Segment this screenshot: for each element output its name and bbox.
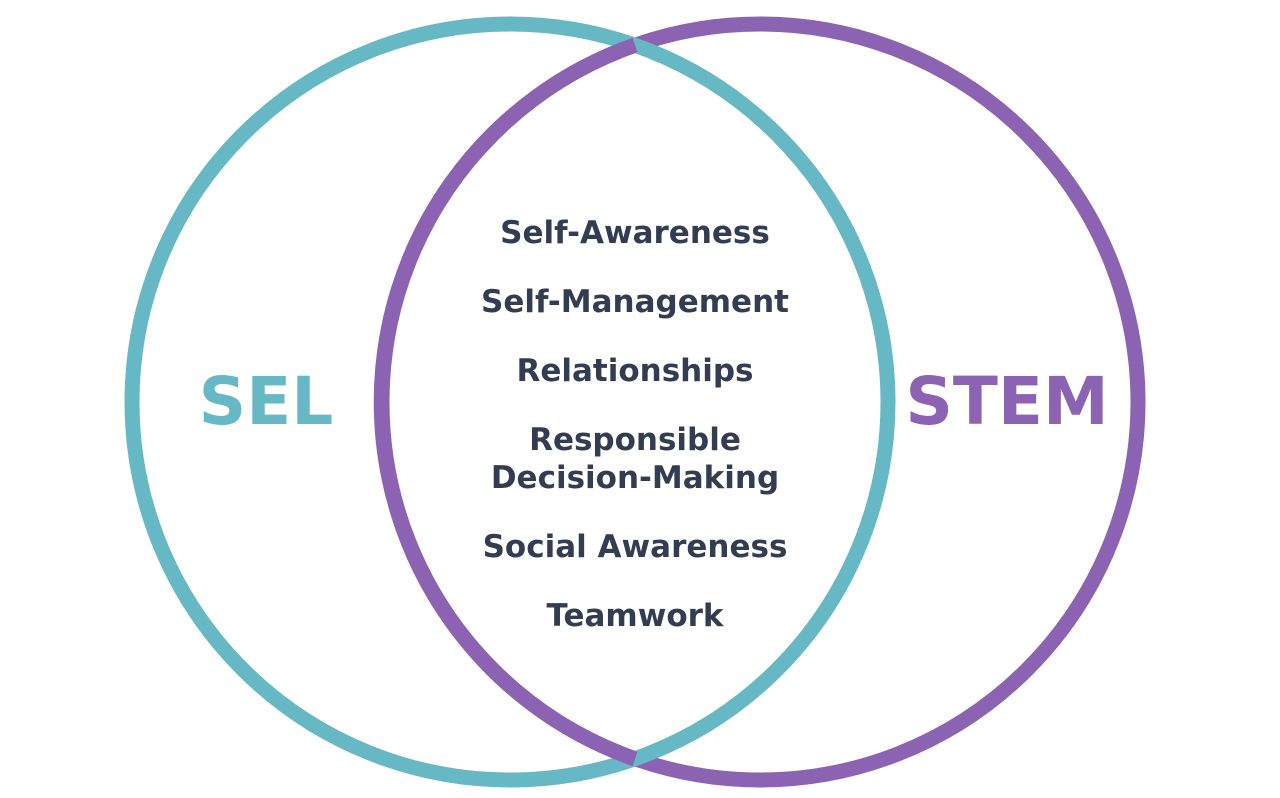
overlap-item: Social Awareness: [482, 529, 788, 565]
overlap-item: Relationships: [516, 353, 754, 389]
overlap-item: Self-Management: [481, 284, 789, 320]
stem-label: STEM: [905, 363, 1109, 440]
overlap-item: Teamwork: [546, 598, 724, 634]
overlap-skills-list: Self-Awareness Self-Management Relations…: [435, 214, 835, 666]
sel-label: SEL: [198, 363, 334, 440]
overlap-item: Self-Awareness: [500, 215, 770, 251]
overlap-item: Responsible Decision-Making: [490, 422, 780, 496]
sel-circle: [124, 16, 896, 788]
stem-circle-overlap-arc: [373, 37, 638, 767]
